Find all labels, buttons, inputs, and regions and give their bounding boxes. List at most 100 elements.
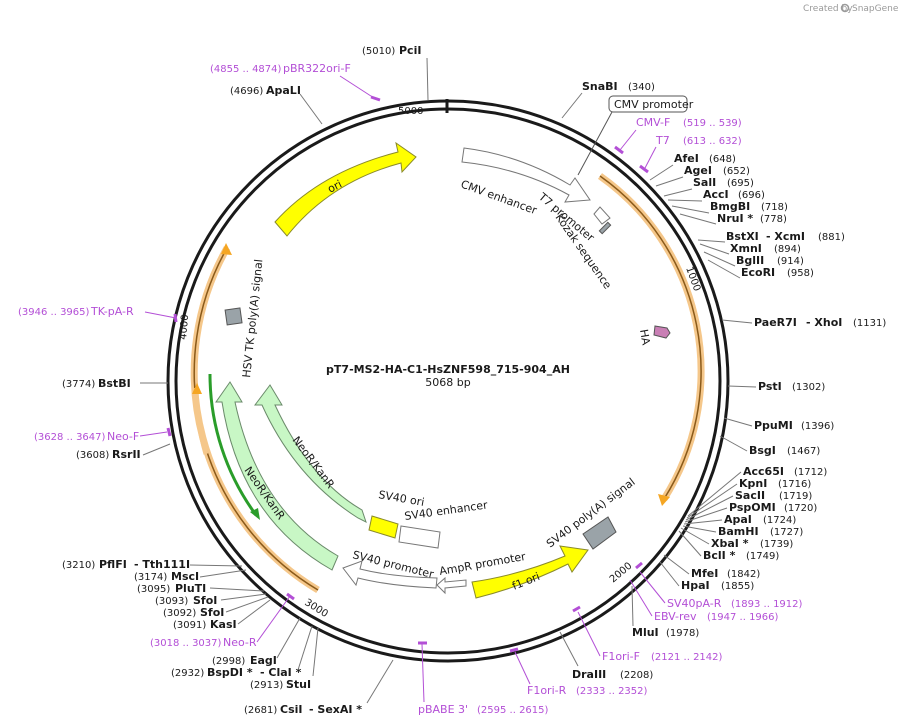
enzyme-pos: (3092) (163, 608, 196, 619)
orf-arrow-right (658, 494, 670, 506)
enzyme-name: PspOMI (729, 501, 776, 514)
ampr-promoter-feature (436, 576, 467, 595)
enzyme-name: PciI (399, 44, 421, 57)
cmv-promoter-box (608, 95, 688, 113)
enzyme-pos: (3091) (173, 620, 206, 631)
enzyme-name2: - XcmI (766, 230, 805, 243)
enzyme-name: EagI (250, 654, 277, 667)
enzyme-pos: (1739) (760, 539, 793, 550)
enzyme-pos: (1749) (746, 551, 779, 562)
enzyme-pos: (1716) (778, 479, 811, 490)
primer-name: EBV-rev (654, 610, 697, 623)
enzyme-name: MfeI (691, 567, 718, 580)
plasmid-size: 5068 bp (425, 376, 470, 389)
neo-label-outer: NeoR/KanR (242, 464, 288, 522)
snapgene-logo-icon (840, 3, 850, 13)
enzyme-name: SfoI (200, 606, 224, 619)
enzyme-name: StuI (286, 678, 311, 691)
primer-name: pBR322ori-F (283, 62, 351, 75)
enzyme-pos: (648) (709, 154, 736, 165)
enzyme-pos: (1131) (853, 318, 886, 329)
enzyme-pos: (881) (818, 232, 845, 243)
enzyme-pos: (3095) (137, 584, 170, 595)
enzyme-name: NruI * (717, 212, 753, 225)
enzyme-name: KpnI (739, 477, 767, 490)
enzyme-name: BspDI * (207, 666, 253, 679)
enzyme-name: EcoRI (741, 266, 775, 279)
enzyme-name: AfeI (674, 152, 699, 165)
logo-brand: SnapGene (852, 4, 899, 14)
enzyme-name2: - Tth111I (134, 558, 190, 571)
primer-range: (613 .. 632) (683, 136, 742, 147)
enzyme-name2: - XhoI (806, 316, 842, 329)
enzyme-name2: - ClaI * (260, 666, 302, 679)
enzyme-pos: (1724) (763, 515, 796, 526)
enzyme-pos: (4696) (230, 86, 263, 97)
enzyme-pos: (340) (628, 82, 655, 93)
enzyme-name: SacII (735, 489, 765, 502)
tick-3000: 3000 (302, 597, 329, 620)
enzyme-name: SnaBI (582, 80, 618, 93)
sv40-enhancer-feature (398, 525, 441, 549)
hsv-tk-label: HSV TK poly(A) signal (240, 258, 265, 378)
enzyme-pos: (1978) (666, 628, 699, 639)
primer-name: pBABE 3' (418, 703, 468, 716)
enzyme-name: CsiI (280, 703, 302, 716)
ha-tag-feature (653, 325, 671, 339)
primer-range: (519 .. 539) (683, 118, 742, 129)
enzyme-pos: (778) (760, 214, 787, 225)
sv40-promoter-feature (342, 560, 438, 589)
ori-feature (274, 141, 417, 237)
enzyme-name: ApaLI (266, 84, 301, 97)
orf-arrow-left-top (221, 243, 232, 255)
enzyme-pos: (1727) (770, 527, 803, 538)
primer-labels: (4855 .. 4874) pBR322ori-F CMV-F (519 ..… (18, 62, 803, 716)
primer-range: (2121 .. 2142) (651, 652, 723, 663)
enzyme-name: BmgBI (710, 200, 750, 213)
enzyme-pos: (3774) (62, 379, 95, 390)
enzyme-pos: (1467) (787, 446, 820, 457)
enzyme-name: Acc65I (743, 465, 784, 478)
enzyme-pos: (3093) (155, 596, 188, 607)
ori-label: ori (325, 178, 344, 196)
enzyme-name: AgeI (684, 164, 712, 177)
enzyme-pos: (695) (727, 178, 754, 189)
enzyme-name: DraIII (572, 668, 606, 681)
enzyme-name: ApaI (724, 513, 752, 526)
enzyme-name: SalI (693, 176, 716, 189)
enzyme-name: PluTI (175, 582, 206, 595)
t7-promoter-feature (593, 206, 611, 225)
enzyme-name: XbaI * (711, 537, 749, 550)
enzyme-pos: (914) (777, 256, 804, 267)
primer-name: Neo-F (107, 430, 139, 443)
tick-4000: 4000 (178, 314, 191, 340)
enzyme-pos: (958) (787, 268, 814, 279)
sv40-ori-label: SV40 ori (377, 488, 425, 509)
enzyme-name: HpaI (681, 579, 710, 592)
cmv-enhancer-feature (461, 147, 591, 203)
enzyme-name: BglII (736, 254, 764, 267)
enzyme-name: MscI (171, 570, 199, 583)
primer-name: T7 (655, 134, 670, 147)
enzyme-pos: (3608) (76, 450, 109, 461)
enzyme-name2: - SexAI * (309, 703, 362, 716)
enzyme-pos: (2681) (244, 705, 277, 716)
primer-range: (2595 .. 2615) (477, 705, 549, 716)
cmv-promoter-label: CMV promoter (614, 98, 694, 111)
enzyme-pos: (1720) (784, 503, 817, 514)
enzyme-pos: (2998) (212, 656, 245, 667)
enzyme-name: PaeR7I (754, 316, 797, 329)
primer-range: (3018 .. 3037) (150, 638, 222, 649)
enzyme-name: KasI (210, 618, 237, 631)
enzyme-pos: (2208) (620, 670, 653, 681)
enzyme-pos: (2913) (250, 680, 283, 691)
plasmid-name: pT7-MS2-HA-C1-HsZNF598_715-904_AH (326, 363, 570, 376)
enzyme-name: BstBI (98, 377, 131, 390)
enzyme-pos: (1712) (794, 467, 827, 478)
enzyme-name: PstI (758, 380, 782, 393)
enzyme-pos: (1302) (792, 382, 825, 393)
f1-ori-feature (471, 545, 589, 599)
green-orf-arc (208, 373, 258, 516)
enzyme-pos: (1719) (779, 491, 812, 502)
